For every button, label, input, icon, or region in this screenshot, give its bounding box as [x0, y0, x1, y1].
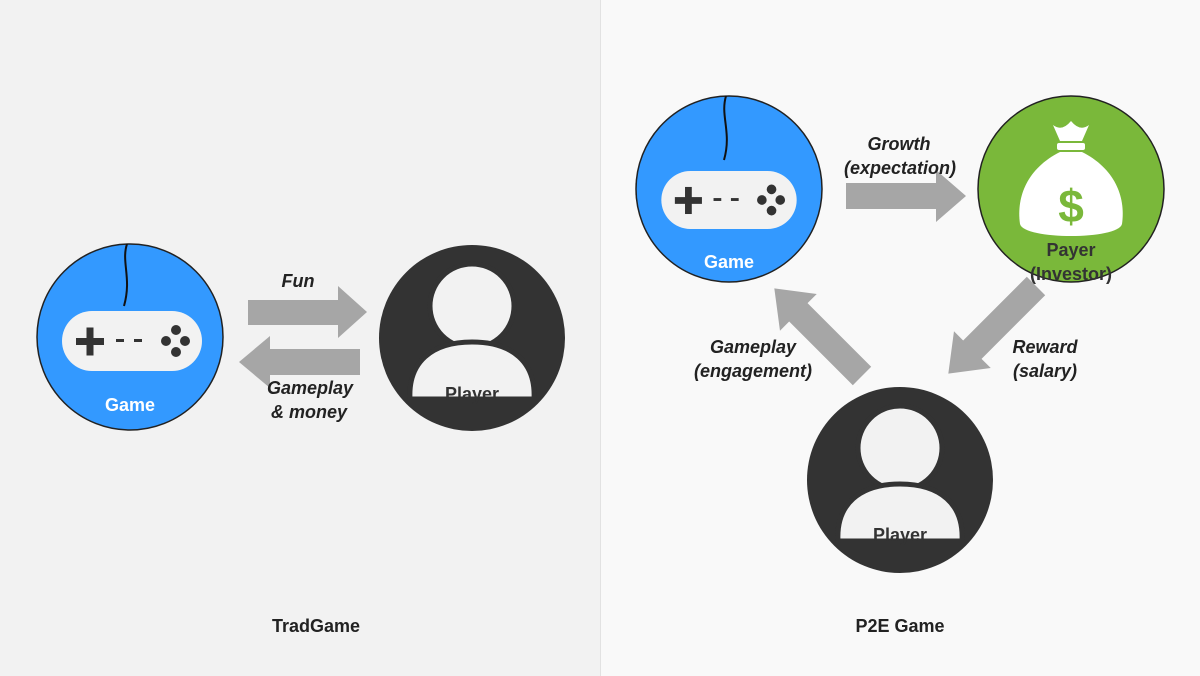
p2e-caption: P2E Game — [855, 616, 944, 636]
reward-arrow — [948, 276, 1046, 374]
dollar-symbol: $ — [1058, 180, 1084, 232]
gamepad-icon — [661, 95, 797, 229]
money-bag-icon: $ — [1019, 121, 1123, 236]
tradgame-caption: TradGame — [272, 616, 360, 636]
game-label: Game — [704, 252, 754, 272]
edge-label-salary: (salary) — [1013, 361, 1077, 381]
edge-label-engagement: (engagement) — [694, 361, 812, 381]
edge-label-money: & money — [271, 402, 348, 422]
p2e-game-node: Game — [635, 95, 823, 283]
gamepad-icon — [62, 243, 202, 371]
person-icon — [407, 261, 537, 402]
edge-label-gameplay: Gameplay — [267, 378, 354, 398]
player-label: Player — [445, 384, 499, 404]
investor-label: (Investor) — [1030, 264, 1112, 284]
growth-arrow — [846, 170, 966, 222]
player-label: Player — [873, 525, 927, 545]
payer-label: Payer — [1046, 240, 1095, 260]
trad-game-node: Game — [36, 243, 224, 431]
edge-label-gameplay: Gameplay — [710, 337, 797, 357]
fun-arrow — [248, 286, 367, 338]
edge-label-growth: Growth — [868, 134, 931, 154]
edge-label-reward: Reward — [1012, 337, 1078, 357]
game-label: Game — [105, 395, 155, 415]
p2e-payer-node: $ Payer (Investor) — [977, 95, 1165, 284]
edge-label-fun: Fun — [282, 271, 315, 291]
edge-label-expectation: (expectation) — [844, 158, 956, 178]
person-icon — [835, 403, 965, 544]
gameplay-engagement-arrow — [774, 288, 872, 386]
p2e-player-node: Player — [807, 387, 993, 573]
gameplay-money-arrow — [239, 336, 360, 388]
trad-player-node: Player — [379, 245, 565, 431]
